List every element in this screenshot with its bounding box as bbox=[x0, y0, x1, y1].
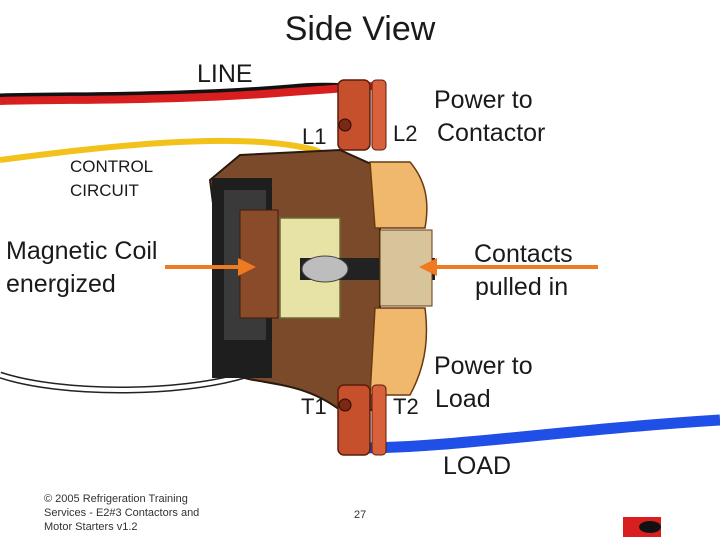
company-logo-mark bbox=[639, 521, 661, 533]
l2-label: L2 bbox=[393, 121, 418, 146]
page-title: Side View bbox=[284, 10, 436, 48]
control-wire-white-core bbox=[0, 373, 246, 392]
copyright-footer: © 2005 Refrigeration Training Services -… bbox=[44, 493, 199, 534]
contacts-label-line1: Contacts bbox=[474, 240, 573, 268]
terminal-l1 bbox=[337, 79, 371, 151]
lower-contact-block bbox=[369, 307, 428, 396]
power-to-load-label-line2: Load bbox=[435, 385, 491, 413]
terminal-t2 bbox=[371, 384, 387, 456]
copyright-line1: © 2005 Refrigeration Training bbox=[44, 493, 188, 505]
control-circuit-label-line2: CIRCUIT bbox=[70, 181, 139, 200]
page-number: 27 bbox=[354, 509, 367, 521]
upper-contact-block bbox=[369, 161, 428, 229]
power-to-contactor-label-line2: Contactor bbox=[437, 119, 546, 147]
load-label: LOAD bbox=[443, 452, 512, 480]
line-label: LINE bbox=[197, 60, 253, 88]
l1-label: L1 bbox=[302, 124, 327, 149]
magnetic-coil-label-line2: energized bbox=[6, 270, 116, 298]
contacts-arrow-head bbox=[419, 258, 437, 276]
power-to-load-label-line1: Power to bbox=[434, 352, 533, 380]
load-wire-blue bbox=[359, 414, 720, 454]
t1-label: T1 bbox=[301, 394, 327, 419]
copyright-line2: Services - E2#3 Contactors and bbox=[44, 506, 200, 519]
terminal-t1 bbox=[337, 384, 371, 456]
screw-t1 bbox=[338, 398, 352, 412]
coil-arrow-head bbox=[238, 258, 256, 276]
contacts-label-line2: pulled in bbox=[475, 273, 569, 301]
screw-l1 bbox=[338, 118, 352, 132]
copyright-line3: Motor Starters v1.2 bbox=[44, 520, 138, 533]
control-circuit-label-line1: CONTROL bbox=[70, 157, 154, 176]
spring-coil bbox=[301, 255, 349, 283]
terminal-l2 bbox=[371, 79, 387, 151]
power-to-contactor-label-line1: Power to bbox=[434, 86, 533, 114]
t2-label: T2 bbox=[393, 394, 419, 419]
magnetic-coil-label-line1: Magnetic Coil bbox=[6, 237, 158, 265]
